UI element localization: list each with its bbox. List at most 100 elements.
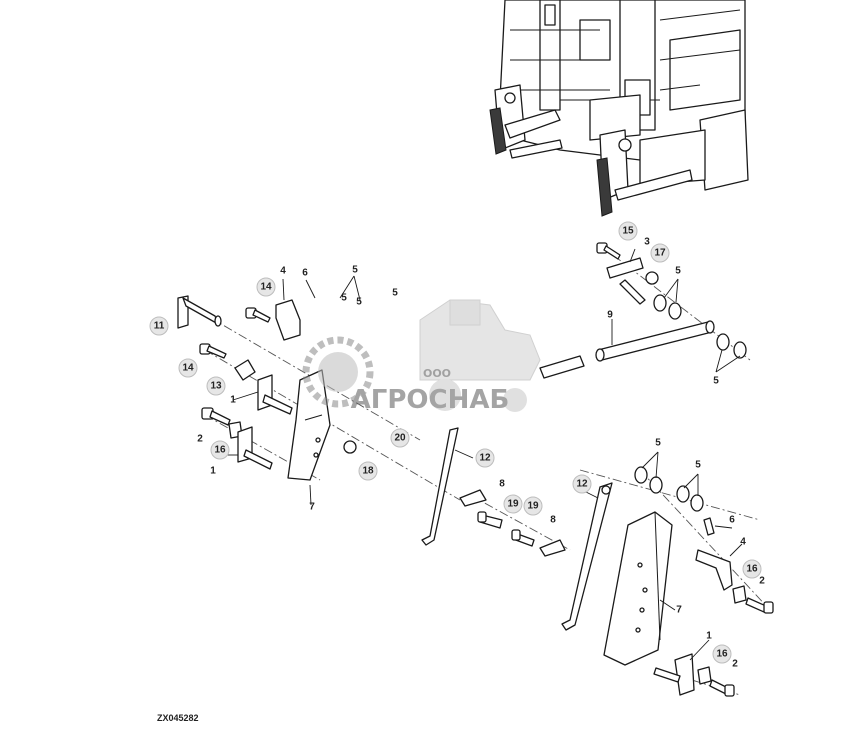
callout-8-lower: 8	[550, 515, 556, 526]
svg-text:19: 19	[527, 501, 539, 512]
callout-12-center: 12	[475, 448, 495, 468]
part-5-washers-right	[676, 485, 704, 512]
callout-16-left: 16	[210, 440, 230, 460]
callout-16-right-lower: 16	[712, 644, 732, 664]
svg-text:4: 4	[280, 266, 286, 277]
callout-6-upper: 6	[302, 268, 308, 279]
callout-20: 20	[390, 428, 410, 448]
watermark-prefix: ООО	[423, 367, 451, 380]
part-8-clamp-upper	[459, 489, 487, 507]
callout-1-right: 1	[706, 631, 712, 642]
machine-frame-illustration	[489, 0, 749, 217]
svg-text:5: 5	[352, 265, 358, 276]
callout-8-upper: 8	[499, 479, 505, 490]
svg-text:6: 6	[729, 515, 735, 526]
callout-4-upper: 4	[280, 266, 286, 277]
svg-text:2: 2	[732, 659, 738, 670]
svg-text:7: 7	[676, 605, 682, 616]
svg-text:8: 8	[550, 515, 556, 526]
svg-text:12: 12	[479, 453, 491, 464]
callout-1-upper: 1	[230, 395, 236, 406]
svg-text:14: 14	[182, 363, 194, 374]
part-9-shaft	[539, 320, 715, 379]
part-12-hook-rod-right	[561, 482, 613, 631]
callout-3: 3	[644, 237, 650, 248]
svg-text:4: 4	[740, 537, 746, 548]
callout-5-shaft-end: 5	[713, 376, 719, 387]
callout-7-left: 7	[309, 502, 315, 513]
figure-id: ZX045282	[157, 713, 199, 723]
callout-19-upper: 19	[503, 494, 523, 514]
callout-15: 15	[618, 221, 638, 241]
svg-text:8: 8	[499, 479, 505, 490]
part-1-bracket-lower	[237, 426, 273, 470]
svg-text:16: 16	[746, 564, 758, 575]
callout-5-upper-right: 5	[675, 266, 681, 277]
part-19-bolt-lower	[511, 529, 535, 547]
svg-text:14: 14	[260, 282, 272, 293]
svg-text:5: 5	[695, 460, 701, 471]
callout-5-lower-center: 5	[655, 438, 661, 449]
callout-14-upper: 14	[256, 277, 276, 297]
svg-text:16: 16	[716, 649, 728, 660]
callout-6-lower: 6	[729, 515, 735, 526]
svg-text:5: 5	[713, 376, 719, 387]
callout-17: 17	[650, 243, 670, 263]
callout-7-right: 7	[676, 605, 682, 616]
watermark-company-name: АГРОСНАБ	[351, 385, 510, 415]
svg-text:12: 12	[576, 479, 588, 490]
part-5-washers-center	[634, 466, 663, 494]
part-2-bolt-right-upper	[745, 597, 774, 614]
part-12-hook-rod-center	[421, 427, 459, 546]
part-6-pin	[703, 517, 715, 536]
part-1-bracket-right	[653, 653, 695, 696]
part-16-washer-right-upper	[732, 585, 747, 604]
svg-text:7: 7	[309, 502, 315, 513]
part-2-bolt-left	[201, 407, 231, 426]
part-8-clamp-lower	[539, 539, 566, 557]
svg-text:2: 2	[197, 434, 203, 445]
callout-14-lower: 14	[178, 358, 198, 378]
svg-text:6: 6	[302, 268, 308, 279]
svg-text:5: 5	[675, 266, 681, 277]
part-14-bolt-mid	[199, 343, 227, 359]
svg-text:16: 16	[214, 445, 226, 456]
svg-text:9: 9	[607, 310, 613, 321]
part-7-hanger-right	[603, 511, 673, 666]
svg-text:18: 18	[362, 466, 374, 477]
svg-text:1: 1	[230, 395, 236, 406]
part-11-pin	[177, 295, 222, 329]
part-18-nut	[343, 440, 357, 454]
callout-18: 18	[358, 461, 378, 481]
callout-19-lower: 19	[523, 496, 543, 516]
part-19-bolt-upper	[477, 511, 503, 529]
callout-11: 11	[149, 316, 169, 336]
part-4-bracket-lower	[695, 549, 733, 591]
part-17-nut	[645, 271, 659, 285]
part-15-bolt	[596, 242, 621, 260]
svg-text:2: 2	[759, 576, 765, 587]
callout-12-right: 12	[572, 474, 592, 494]
callout-13: 13	[206, 376, 226, 396]
svg-text:15: 15	[622, 226, 634, 237]
svg-text:1: 1	[706, 631, 712, 642]
part-1-bracket-upper	[257, 374, 293, 415]
callout-16-right-upper: 16	[742, 559, 762, 579]
callout-2-left: 2	[197, 434, 203, 445]
callout-leaders	[226, 248, 743, 661]
callout-5-upper-left: 5	[352, 265, 358, 276]
svg-text:11: 11	[154, 321, 165, 332]
svg-text:5: 5	[341, 293, 347, 304]
callout-5-lower-right: 5	[695, 460, 701, 471]
svg-text:20: 20	[394, 433, 406, 444]
svg-text:17: 17	[654, 248, 666, 259]
callout-4-lower: 4	[740, 537, 746, 548]
callout-5-mid: 5	[392, 288, 398, 299]
callout-1-lower: 1	[210, 466, 216, 477]
svg-text:19: 19	[507, 499, 519, 510]
part-13-clip	[234, 359, 256, 381]
callout-5-left-cluster: 5	[341, 293, 347, 304]
svg-text:5: 5	[356, 297, 362, 308]
part-2-bolt-right-lower	[709, 679, 735, 697]
